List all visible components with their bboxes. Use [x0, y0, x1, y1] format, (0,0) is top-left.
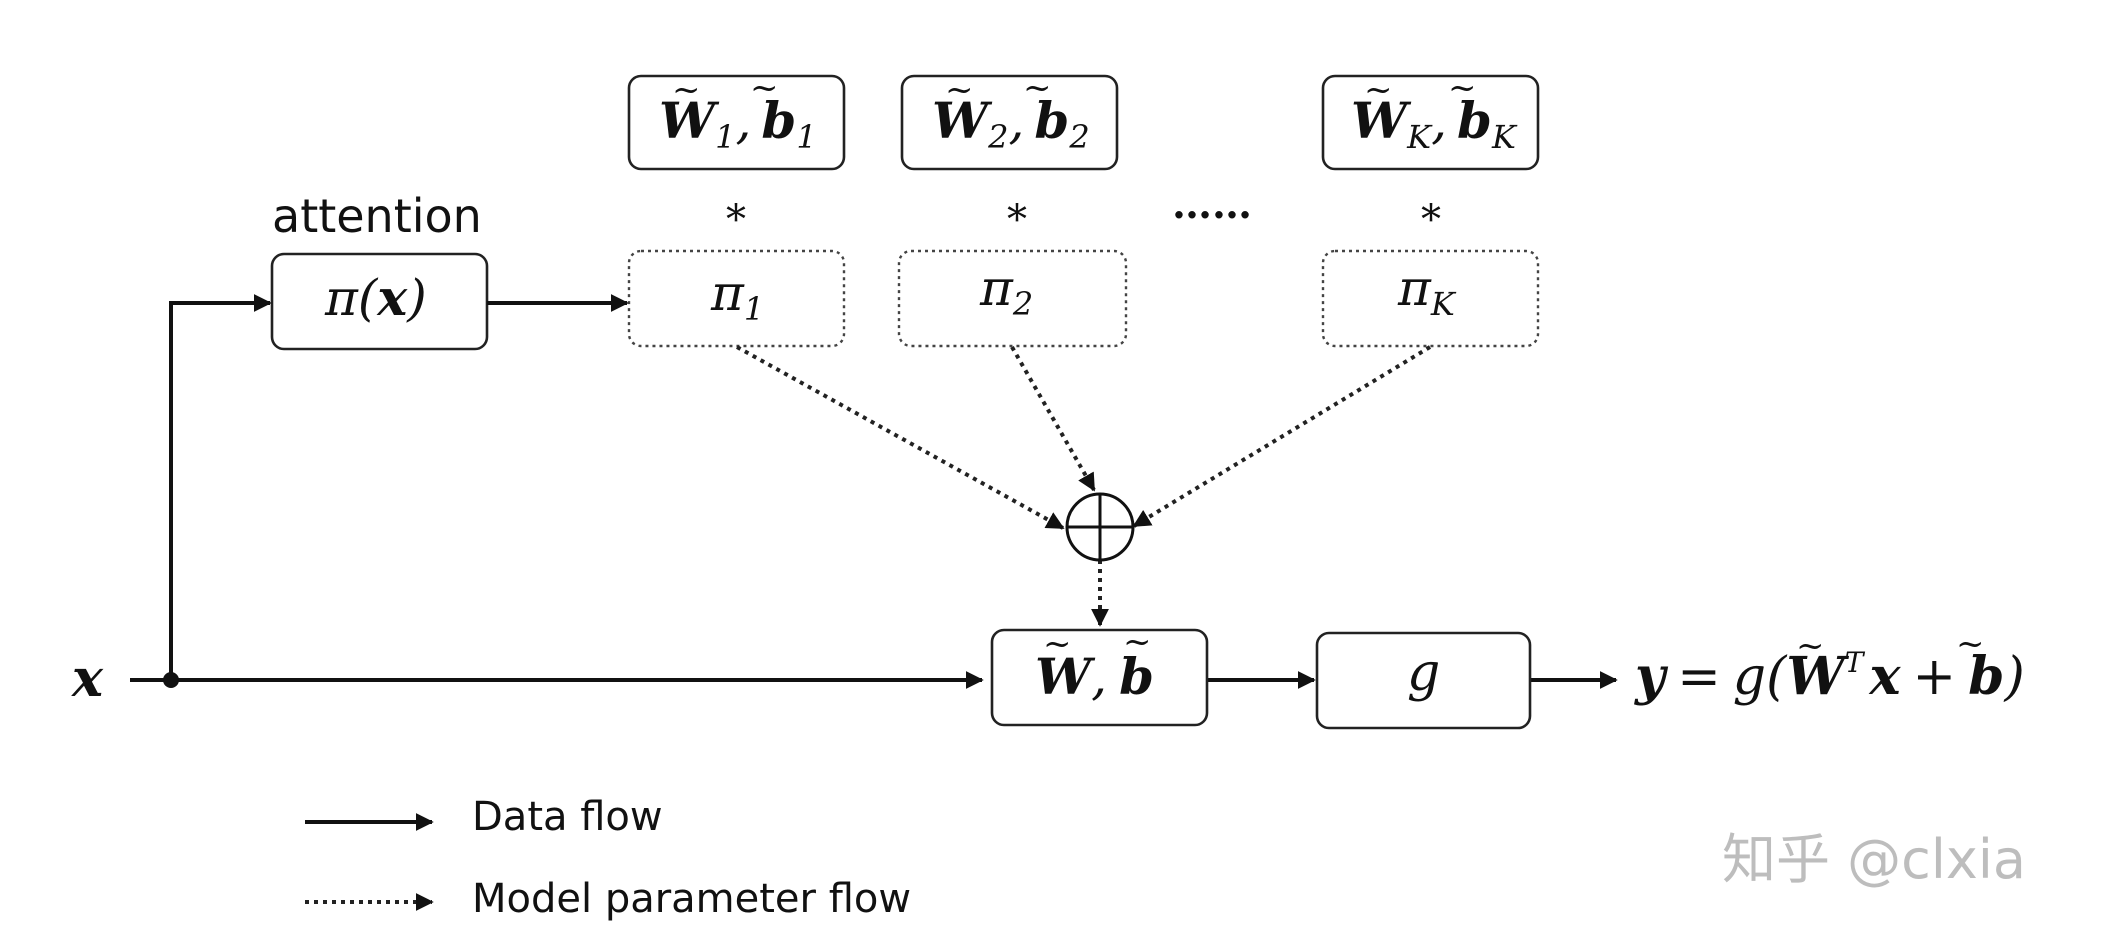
weight-b-sub-1: 1	[796, 118, 816, 156]
svg-text:W2,b2: W2,b2	[932, 91, 1090, 156]
output-y: y	[1634, 646, 1669, 707]
tilde-b-2: ~	[1023, 68, 1052, 108]
pi-box-1: π1	[627, 249, 846, 348]
tilde-w-1: ~	[672, 70, 701, 110]
attention-box: π(x)	[270, 252, 489, 351]
attention-fn: π	[324, 269, 359, 327]
svg-text:y=g(WTx+b): y=g(WTx+b)	[1634, 646, 2025, 707]
branch-to-attention	[169, 294, 272, 680]
weight-b-1: b	[761, 91, 796, 150]
multiply-2: *	[1007, 197, 1027, 243]
pik-to-sum	[1132, 345, 1432, 528]
tilde-w-2: ~	[945, 70, 974, 110]
output-t: T	[1845, 646, 1866, 679]
activation-g: g	[1407, 643, 1440, 703]
output-plus: +	[1913, 647, 1957, 707]
ellipsis: ……	[1172, 181, 1252, 228]
weight-b-k: b	[1457, 91, 1492, 150]
weight-b-sub-2: 2	[1068, 118, 1089, 156]
aggregate-b: b	[1119, 647, 1154, 706]
pi-box-k: πK	[1321, 249, 1540, 348]
weight-w-k: W	[1351, 91, 1412, 150]
tilde-b-k: ~	[1448, 68, 1477, 108]
svg-text:πK: πK	[1397, 259, 1457, 323]
weight-b-sub-k: K	[1491, 118, 1518, 156]
multiply-1: *	[726, 197, 746, 243]
pi-sub-k: K	[1430, 285, 1457, 323]
svg-text:W,b: W,b	[1035, 647, 1154, 706]
weight-box-1: ~ ~ W1,b1	[627, 68, 846, 171]
tilde-b-1: ~	[750, 68, 779, 108]
svg-text:π(x): π(x)	[324, 268, 427, 327]
weight-w-sub-2: 2	[987, 118, 1008, 156]
output-eq: =	[1677, 647, 1721, 707]
pi-sub-2: 2	[1012, 285, 1033, 323]
weight-w-1: W	[659, 91, 720, 150]
legend-data-flow: Data flow	[472, 794, 663, 840]
output-w: W	[1786, 646, 1849, 707]
tilde-out-w: ~	[1796, 626, 1825, 666]
tilde-agg-b: ~	[1123, 622, 1152, 662]
weight-w-sub-1: 1	[715, 118, 735, 156]
multiply-k: *	[1421, 197, 1441, 243]
pi-sub-1: 1	[744, 290, 764, 328]
output-x: x	[1868, 646, 1901, 707]
svg-text:π2: π2	[979, 259, 1033, 323]
aggregate-w: W	[1035, 647, 1096, 706]
weight-w-sub-k: K	[1406, 118, 1433, 156]
tilde-agg-w: ~	[1043, 624, 1072, 664]
input-x: x	[71, 648, 104, 709]
weight-box-k: ~ ~ WK,bK	[1321, 68, 1540, 171]
aggregate-box: ~ ~ W,b	[990, 622, 1209, 727]
attention-arg: x	[376, 268, 408, 327]
pi-box-2: π2	[897, 249, 1128, 348]
activation-box: g	[1315, 631, 1532, 730]
output-b: b	[1968, 646, 2004, 707]
pi-sym-k: π	[1397, 259, 1432, 317]
pi-sym-2: π	[979, 259, 1014, 317]
legend-model-flow: Model parameter flow	[472, 876, 911, 922]
weight-box-2: ~ ~ W2,b2	[900, 68, 1119, 171]
weight-w-2: W	[932, 91, 993, 150]
tilde-w-k: ~	[1364, 70, 1393, 110]
output-g: g	[1733, 647, 1766, 707]
svg-text:π1: π1	[710, 264, 764, 328]
weight-b-2: b	[1034, 91, 1069, 150]
sum-node	[1065, 492, 1135, 562]
attention-label: attention	[272, 189, 482, 243]
pi-sym-1: π	[710, 264, 745, 322]
watermark: 知乎 @clxia	[1722, 828, 2026, 891]
legend: Data flow Model parameter flow	[305, 794, 911, 922]
svg-text:WK,bK: WK,bK	[1351, 91, 1518, 156]
svg-text:W1,b1: W1,b1	[659, 91, 817, 156]
tilde-out-b: ~	[1956, 624, 1985, 664]
pi1-to-sum	[736, 345, 1065, 530]
pi2-to-sum	[1010, 346, 1096, 492]
